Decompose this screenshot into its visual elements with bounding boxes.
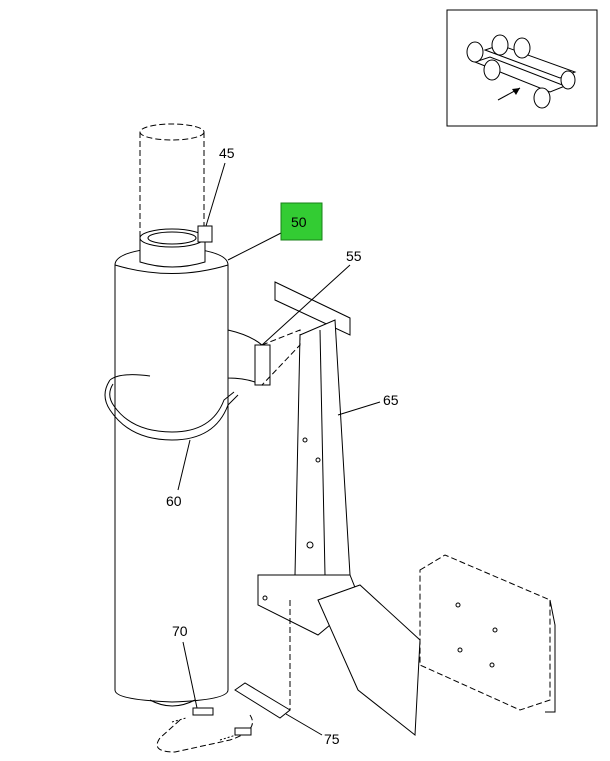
wheel [466, 41, 484, 63]
saddle-bracket [227, 329, 271, 386]
u-bolt-nut [234, 727, 252, 736]
leader-70 [182, 641, 198, 709]
frame-web [419, 554, 551, 711]
muffler-outlet [149, 699, 196, 707]
callout-55[interactable]: 55 [346, 248, 362, 264]
leader-55 [261, 264, 351, 346]
wheel [491, 34, 509, 56]
inlet-opening [147, 231, 197, 245]
bracket-fold [319, 329, 326, 576]
mounting-bracket [257, 281, 421, 736]
strap-back [109, 374, 151, 381]
wheel [533, 87, 551, 109]
wheel [513, 37, 531, 59]
callout-50[interactable]: 50 [291, 214, 307, 230]
chassis-thumbnail [466, 34, 577, 109]
tail-pipe-reference [139, 123, 205, 235]
leader-65 [337, 401, 381, 416]
bracket-gusset [317, 584, 421, 736]
u-bolt [156, 707, 253, 753]
clamp-plate [234, 600, 291, 719]
strap-outer [104, 379, 239, 441]
bolt-hole [262, 595, 268, 601]
frame-hole [455, 602, 461, 608]
saddle-plate [254, 344, 271, 386]
bolt-hole [315, 457, 321, 463]
muffler-strap [104, 374, 239, 441]
locator-inset [446, 9, 598, 127]
muffler-seam [114, 264, 229, 274]
strap-inner [109, 383, 235, 433]
arrow-head-icon [512, 88, 520, 95]
frame-hole [457, 647, 463, 653]
callout-50-highlight[interactable] [280, 202, 323, 241]
leader-60 [177, 439, 191, 491]
callout-70[interactable]: 70 [172, 623, 188, 639]
leader-lines [177, 162, 381, 736]
bolt-hole [306, 541, 314, 549]
pipe-top [139, 123, 205, 141]
frame-flange [545, 599, 556, 713]
leader-50 [227, 231, 284, 261]
u-bolt-nut [192, 707, 214, 716]
callout-75[interactable]: 75 [324, 731, 340, 747]
wheel [483, 59, 501, 81]
inlet-clamp [197, 225, 213, 243]
bracket-top-plate [274, 281, 351, 336]
callout-65[interactable]: 65 [383, 392, 399, 408]
frame-hole [489, 662, 495, 668]
wheel [560, 70, 576, 90]
callout-45[interactable]: 45 [219, 145, 235, 161]
frame-rail-reference [419, 554, 556, 713]
callout-60[interactable]: 60 [166, 493, 182, 509]
u-bolt-thread [219, 734, 237, 741]
bolt-hole [302, 437, 308, 443]
u-bolt-body [156, 714, 253, 753]
bracket-hidden [261, 329, 301, 386]
inset-frame [446, 9, 598, 127]
frame-hole [492, 627, 498, 633]
plate [234, 682, 291, 719]
leader-45 [205, 162, 226, 227]
leader-75 [285, 713, 323, 736]
u-bolt-thread [171, 717, 187, 723]
muffler [114, 225, 229, 707]
